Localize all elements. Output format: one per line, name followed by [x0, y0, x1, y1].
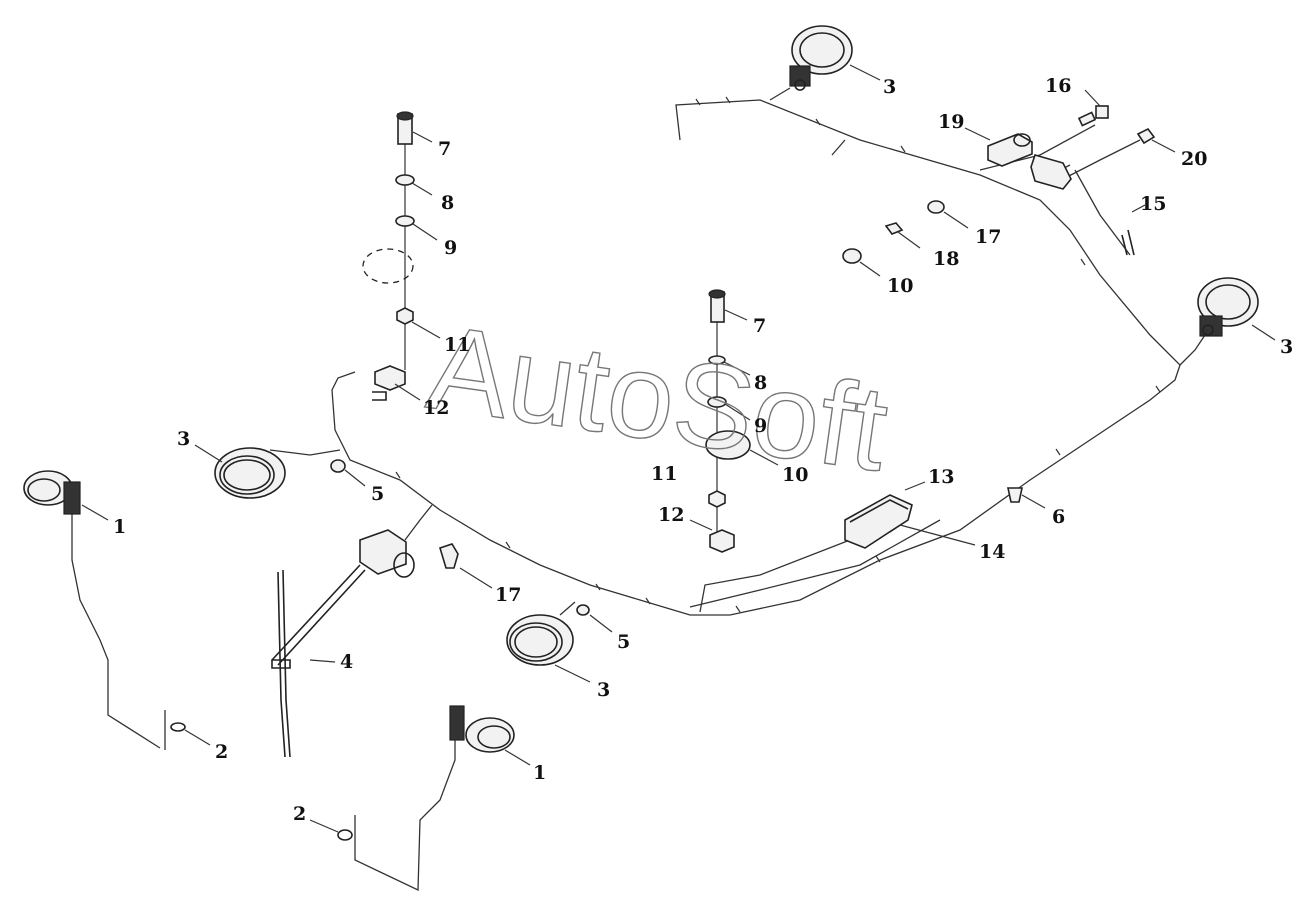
label-19: 19: [938, 111, 964, 133]
wiring-harness: [71, 87, 1206, 892]
nut-16: [1095, 105, 1109, 119]
label-11-center: 11: [651, 463, 677, 485]
label-3-right: 3: [1280, 336, 1293, 358]
beacon-13: [844, 494, 913, 549]
gasket-10-center: [705, 430, 751, 460]
label-1-left: 1: [113, 516, 126, 538]
label-11-left: 11: [444, 334, 470, 356]
label-8-left: 8: [441, 192, 454, 214]
washer-18: [884, 222, 904, 235]
washer-17-right: [927, 200, 945, 214]
label-3-left: 3: [177, 428, 190, 450]
label-20: 20: [1181, 148, 1207, 170]
label-2-bottom: 2: [293, 803, 306, 825]
label-12-center: 12: [658, 504, 684, 526]
lamp-3-left: [214, 447, 286, 499]
side-lamp-1-left: [23, 470, 81, 515]
label-8-center: 8: [754, 372, 767, 394]
label-2-left: 2: [215, 741, 228, 763]
label-4: 4: [340, 651, 353, 673]
label-10-center: 10: [782, 464, 808, 486]
label-1-bottom: 1: [533, 762, 546, 784]
label-5-bottom: 5: [617, 631, 630, 653]
gasket-10-left: [362, 248, 414, 284]
label-17-left: 17: [495, 584, 521, 606]
label-12-left: 12: [423, 397, 449, 419]
cable-15: [1121, 229, 1135, 256]
grommet-5-bottom: [576, 604, 590, 616]
label-18: 18: [933, 248, 959, 270]
base-12-left: [374, 365, 406, 391]
ring-2-left: [170, 722, 186, 732]
label-10-right: 10: [887, 275, 913, 297]
label-7-center: 7: [753, 315, 766, 337]
cap-10-right: [842, 248, 862, 264]
relay-block: [1030, 154, 1072, 190]
nut-11-left: [396, 307, 414, 325]
grommet-5-left: [330, 459, 346, 473]
label-16: 16: [1045, 75, 1071, 97]
label-7-left: 7: [438, 138, 451, 160]
label-6: 6: [1052, 506, 1065, 528]
label-3-top: 3: [883, 76, 896, 98]
washer-9-left: [395, 215, 415, 227]
label-9-center: 9: [754, 415, 767, 437]
side-lamp-1-right: [449, 705, 515, 753]
nut-11-center: [708, 490, 726, 508]
label-17-right: 17: [975, 226, 1001, 248]
clip-17-left: [439, 543, 459, 569]
label-9-left: 9: [444, 237, 457, 259]
label-15: 15: [1140, 193, 1166, 215]
base-12-center: [709, 529, 735, 553]
lamp-3-top: [789, 25, 853, 91]
clip-6: [1007, 487, 1023, 503]
callout-labels: 1 1 2 2 3 3 3 3 4 5 5 6 7 7 8 8 9 9 10 1…: [113, 75, 1293, 825]
mount-stack-left: [362, 111, 415, 401]
lamp-3-bottom: [506, 614, 574, 666]
switch-19: [987, 133, 1033, 167]
label-14: 14: [979, 541, 1005, 563]
washer-9-center: [707, 396, 727, 408]
washer-8-left: [395, 174, 415, 186]
plug-20: [1136, 127, 1156, 145]
wiper-4: [271, 529, 415, 758]
ring-2-bottom: [337, 829, 353, 841]
washer-8-center: [708, 355, 726, 365]
label-3-bottom: 3: [597, 679, 610, 701]
label-5-left: 5: [371, 483, 384, 505]
lamp-3-right: [1197, 277, 1259, 337]
label-13: 13: [928, 466, 954, 488]
mount-stack-center: [705, 289, 751, 553]
leader-lines: [81, 64, 1276, 833]
